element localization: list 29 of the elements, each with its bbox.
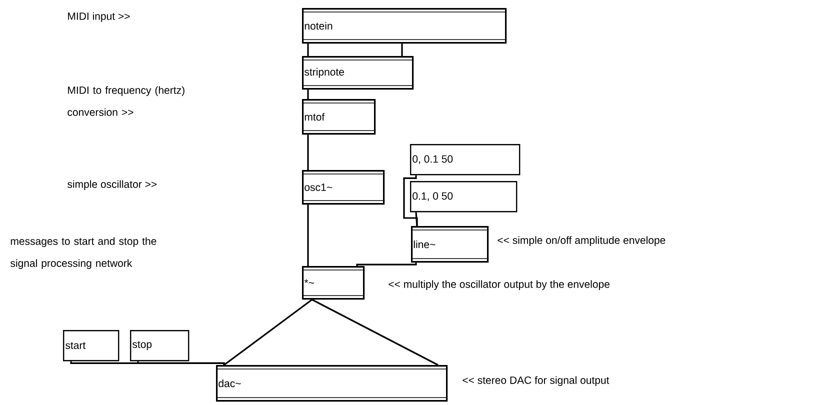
object-box: mtof: [302, 99, 376, 135]
patch-cord: [356, 262, 417, 266]
object-box: line~: [410, 226, 489, 263]
message-box: 0.1, 0 50: [410, 181, 518, 212]
object-box: stripnote: [302, 56, 414, 90]
comment-text: MIDI to frequency (hertz) conversion >>: [68, 86, 184, 116]
comment-text: MIDI input >>: [68, 12, 130, 22]
patch-cord: [403, 175, 418, 226]
patch-cord: [307, 204, 309, 266]
comment-text: << stereo DAC for signal output: [462, 376, 610, 386]
object-box: dac~: [216, 365, 448, 402]
comment-text: messages to start and stop the signal processing network: [10, 237, 156, 269]
message-box: stop: [130, 330, 190, 362]
message-box: start: [63, 330, 120, 362]
comment-text: << simple on/off amplitude envelope: [498, 236, 666, 246]
message-box: 0, 0.1 50: [410, 144, 520, 176]
patch-cord: [401, 44, 403, 56]
patch-cord: [137, 361, 225, 365]
patch-cord: [415, 212, 418, 226]
object-box: notein: [302, 8, 507, 44]
patch-cord: [312, 298, 438, 366]
object-box: *~: [302, 266, 365, 300]
comment-text: << multiply the oscillator output by the envelope: [388, 280, 610, 290]
patch-cord: [224, 298, 312, 366]
patch-cord: [307, 134, 309, 170]
comment-text: simple oscillator >>: [68, 180, 157, 190]
object-box: osc1~: [302, 170, 385, 205]
patch-cord: [307, 90, 309, 99]
patch-cord: [307, 44, 309, 56]
